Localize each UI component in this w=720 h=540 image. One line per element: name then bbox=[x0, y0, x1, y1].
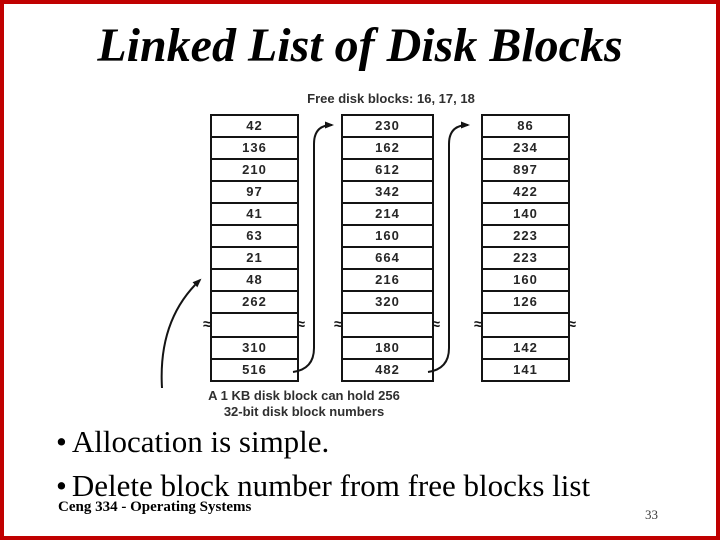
break-squiggle-icon: ≈ bbox=[567, 316, 577, 333]
bullet-text: Delete block number from free blocks lis… bbox=[71, 468, 591, 503]
free-blocks-label: Free disk blocks: 16, 17, 18 bbox=[307, 91, 475, 106]
block-number-cell: 48 bbox=[212, 270, 297, 292]
block-number-cell: 223 bbox=[483, 226, 568, 248]
block-number-cell: 160 bbox=[483, 270, 568, 292]
block-number-cell: 342 bbox=[343, 182, 432, 204]
table-break-row: ≈≈ bbox=[334, 314, 440, 338]
block-number-cell: 262 bbox=[212, 292, 297, 314]
caption-line-1: A 1 KB disk block can hold 256 bbox=[208, 388, 400, 403]
block-number-cell: 516 bbox=[242, 362, 267, 377]
bullet-item-2: •Delete block number from free blocks li… bbox=[56, 468, 590, 504]
break-squiggle-icon: ≈ bbox=[203, 316, 213, 333]
slide-title: Linked List of Disk Blocks bbox=[97, 19, 623, 72]
block-number-cell: 141 bbox=[513, 362, 538, 377]
block-number-cell: 422 bbox=[483, 182, 568, 204]
block-number-cell: 234 bbox=[483, 138, 568, 160]
block-number-cell: 320 bbox=[343, 292, 432, 314]
block-number-cell: 160 bbox=[343, 226, 432, 248]
block-number-cell: 214 bbox=[343, 204, 432, 226]
page-number: 33 bbox=[645, 507, 658, 522]
current-block-pointer-arrow bbox=[160, 278, 202, 389]
block-number-cell: 126 bbox=[483, 292, 568, 314]
block-number-cell: 180 bbox=[343, 338, 432, 360]
block-number-cell: 310 bbox=[212, 338, 297, 360]
block-number-cell: 86 bbox=[483, 116, 568, 138]
bullet-text: Allocation is simple. bbox=[71, 424, 330, 459]
block-number-cell: 41 bbox=[212, 204, 297, 226]
break-squiggle-icon: ≈ bbox=[296, 316, 306, 333]
block-number-cell: 897 bbox=[483, 160, 568, 182]
break-squiggle-icon: ≈ bbox=[431, 316, 441, 333]
bullet-marker: • bbox=[56, 424, 67, 459]
block-number-cell: 230 bbox=[343, 116, 432, 138]
break-squiggle-icon: ≈ bbox=[474, 316, 484, 333]
block-number-cell: 136 bbox=[212, 138, 297, 160]
block-number-cell: 97 bbox=[212, 182, 297, 204]
diagram-caption: A 1 KB disk block can hold 256 32-bit di… bbox=[144, 388, 464, 420]
break-squiggle-icon: ≈ bbox=[334, 316, 344, 333]
block-number-cell: 142 bbox=[483, 338, 568, 360]
block-number-cell: 140 bbox=[483, 204, 568, 226]
table-break-row: ≈≈ bbox=[203, 314, 305, 338]
block-number-cell: 664 bbox=[343, 248, 432, 270]
footer-course-label: Ceng 334 - Operating Systems bbox=[58, 499, 252, 515]
caption-line-2: 32-bit disk block numbers bbox=[223, 404, 385, 419]
bullet-marker: • bbox=[56, 468, 67, 503]
block-number-cell: 216 bbox=[343, 270, 432, 292]
block-number-cell: 612 bbox=[343, 160, 432, 182]
block-number-cell: 63 bbox=[212, 226, 297, 248]
block-number-cell: 482 bbox=[375, 362, 400, 377]
bullet-item-1: •Allocation is simple. bbox=[56, 424, 329, 460]
block-number-cell: 223 bbox=[483, 248, 568, 270]
block-number-cell: 21 bbox=[212, 248, 297, 270]
block-number-cell: 162 bbox=[343, 138, 432, 160]
block-number-cell: 42 bbox=[212, 116, 297, 138]
block-number-cell: 210 bbox=[212, 160, 297, 182]
table-break-row: ≈≈ bbox=[474, 314, 576, 338]
